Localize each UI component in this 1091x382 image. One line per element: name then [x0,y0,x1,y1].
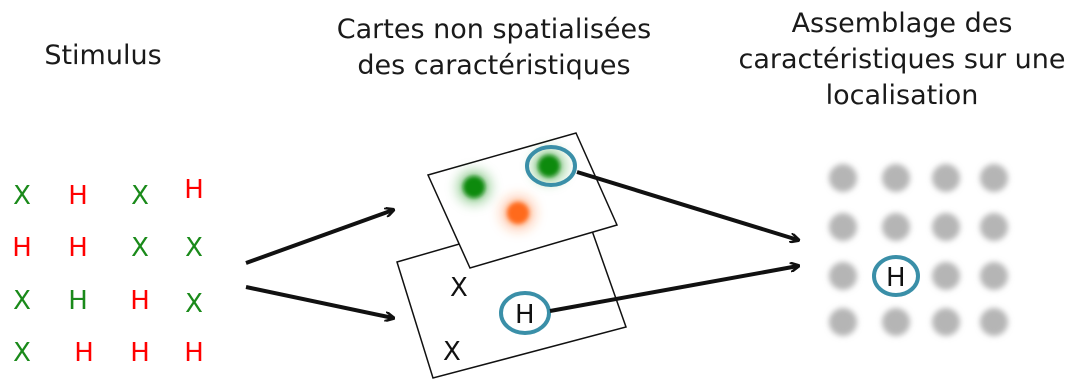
stimulus-letter-r4-c4: H [184,338,204,368]
stimulus-letter-r3-c3: H [130,286,150,316]
stimulus-letter-r3-c4: X [185,289,203,319]
shape-map-card: X X H [396,207,627,379]
binding-blob-r2-c3 [932,213,960,241]
color-map-card [426,132,619,269]
stimulus-letter-r2-c4: X [185,233,203,263]
stimulus-letter-r4-c2: H [74,338,94,368]
shape-map-letter-x2: X [443,337,461,367]
stimulus-letter-r1-c3: X [131,181,149,211]
binding-blob-r4-c2 [882,308,910,336]
feature-maps-heading: Cartes non spatialisées des caractéristi… [304,12,684,84]
binding-location: H [872,255,920,297]
stimulus-letter-r2-c2: H [68,233,88,263]
binding-highlight-ring [872,255,920,297]
color-map-dots [459,151,564,228]
arrow-color-to-binding [576,170,798,240]
stimulus-letter-r1-c2: H [68,181,88,211]
binding-blob-r2-c2 [882,213,910,241]
color-dot-3 [507,202,529,224]
stimulus-letter-r4-c3: H [130,338,150,368]
stimulus-letter-r3-c1: X [13,286,31,316]
stimulus-letter-r2-c3: X [131,233,149,263]
color-dot-1 [463,176,485,198]
stimulus-letter-r2-c1: H [12,233,32,263]
binding-blob-r2-c1 [829,213,857,241]
binding-heading-line-2: caractéristiques sur une [738,44,1066,75]
shape-map-letter-x1: X [450,273,468,303]
arrow-to-color-map [245,210,393,265]
binding-blob-r3-c4 [980,262,1008,290]
feature-maps-heading-line-2: des caractéristiques [357,50,631,81]
stimulus-letter-r4-c1: X [13,338,31,368]
shape-map-letter-h: H [515,300,535,330]
binding-blob-r3-c1 [829,262,857,290]
binding-letter-h: H [886,263,906,293]
arrow-to-shape-map [245,285,393,318]
binding-blob-r1-c1 [829,164,857,192]
binding-blob-r4-c4 [980,308,1008,336]
stimulus-letter-r1-c1: X [13,181,31,211]
binding-blob-r1-c4 [980,164,1008,192]
binding-heading-line-1: Assemblage des [791,8,1013,39]
shape-map-highlight-ring [499,291,551,335]
feature-maps-heading-line-1: Cartes non spatialisées [336,14,652,45]
binding-heading-line-3: localisation [825,80,979,111]
binding-blob-r3-c3 [932,262,960,290]
stimulus-heading-text: Stimulus [44,40,162,71]
color-map-highlight-ring [525,145,577,187]
stimulus-letter-r3-c2: H [68,286,88,316]
stimulus-heading: Stimulus [38,38,168,74]
arrow-shape-to-binding [549,266,798,313]
binding-blob-r2-c4 [980,213,1008,241]
binding-blob-r1-c2 [882,164,910,192]
binding-blob-r4-c3 [932,308,960,336]
binding-grid [829,164,1008,336]
binding-blob-r4-c1 [829,308,857,336]
binding-heading: Assemblage des caractéristiques sur une … [722,6,1082,114]
stimulus-letter-r1-c4: H [184,175,204,205]
binding-blob-r1-c3 [932,164,960,192]
color-dot-2 [538,155,560,177]
